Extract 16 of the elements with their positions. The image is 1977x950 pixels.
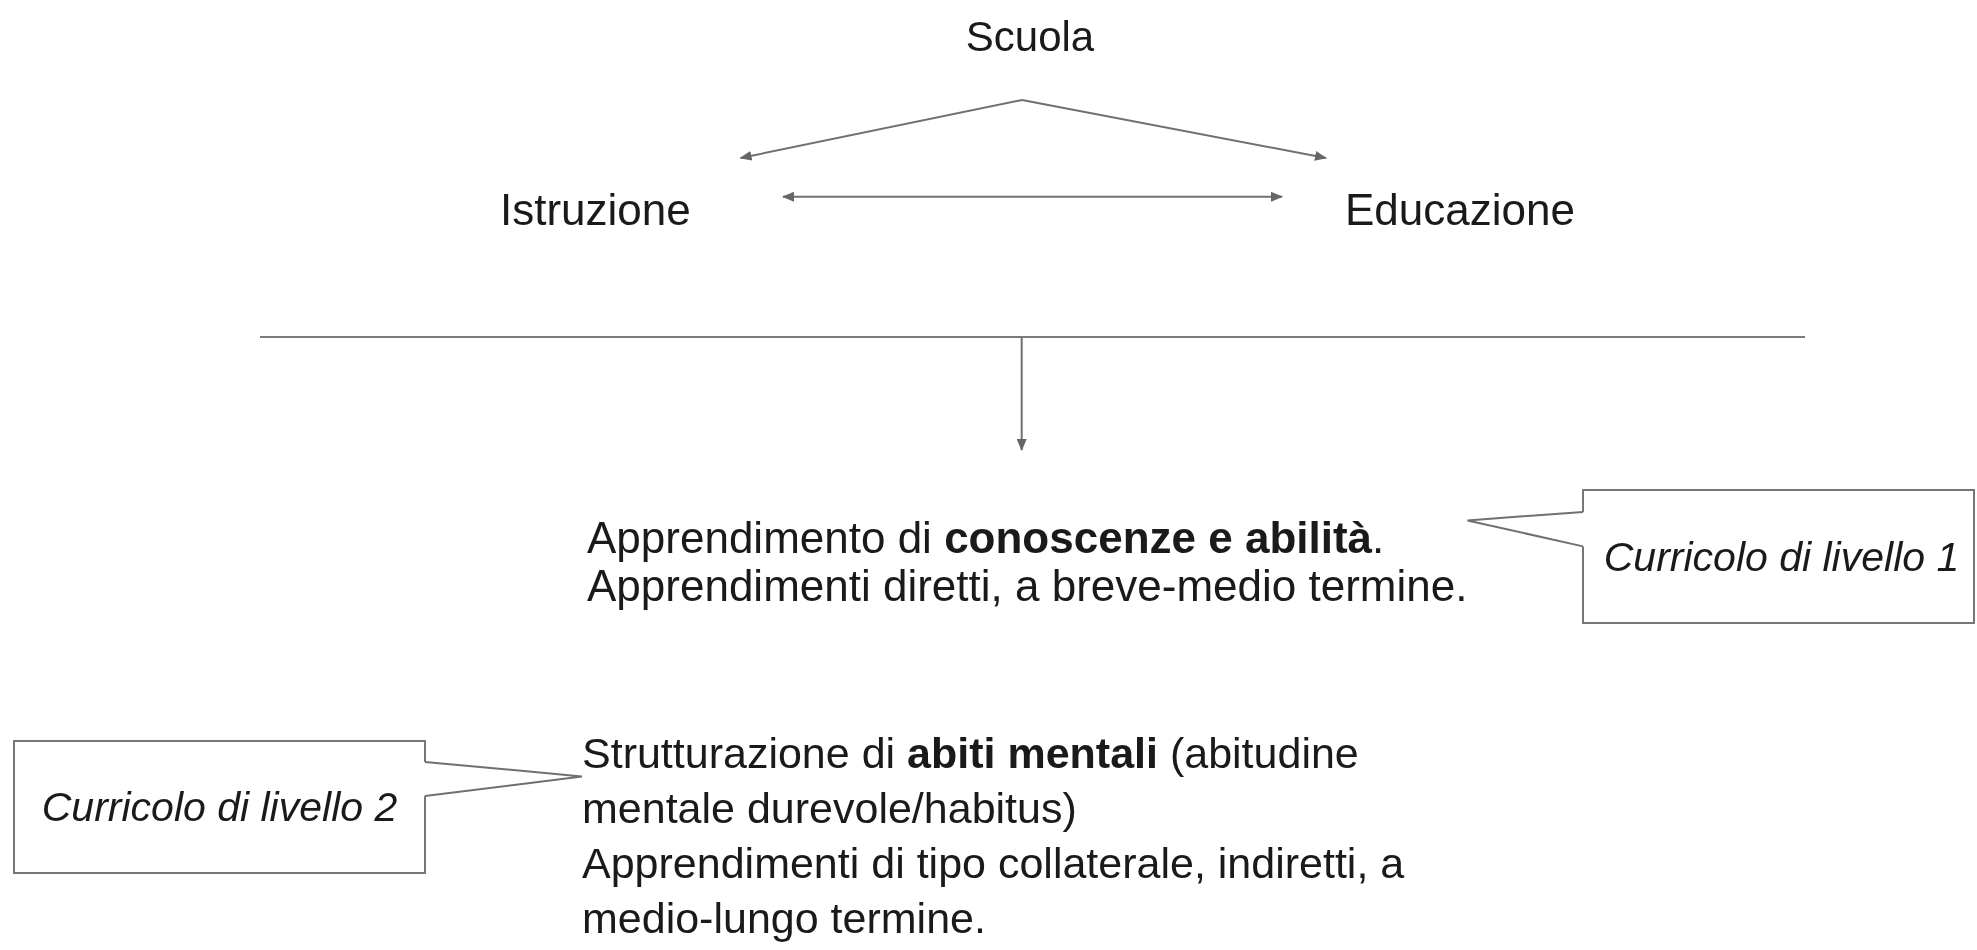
callout-pointer — [424, 761, 583, 797]
text-paragraph: Strutturazione di abiti mentali (abitudine mentale durevole/habitus) — [582, 728, 1360, 834]
label-text: Istruzione — [500, 186, 691, 234]
horizontal-rule — [260, 336, 1805, 338]
text-paragraph: Apprendimenti diretti, a breve-medio termine. — [587, 562, 1468, 610]
arrow — [739, 99, 1023, 161]
callout-text: Curricolo di livello 1 — [1603, 532, 1960, 581]
text-paragraph: Apprendimento di conoscenze e abilità. — [587, 514, 1386, 562]
arrow — [1016, 337, 1027, 451]
callout-text: Curricolo di livello 2 — [41, 783, 398, 831]
callout-pointer — [1466, 510, 1584, 548]
label-text: Scuola — [965, 13, 1095, 61]
label-text: Educazione — [1345, 186, 1575, 234]
text-paragraph: Apprendimenti di tipo collaterale, indiretti, a medio-lungo termine. — [582, 838, 1406, 944]
arrow — [1021, 99, 1327, 161]
double-arrow — [782, 191, 1283, 202]
